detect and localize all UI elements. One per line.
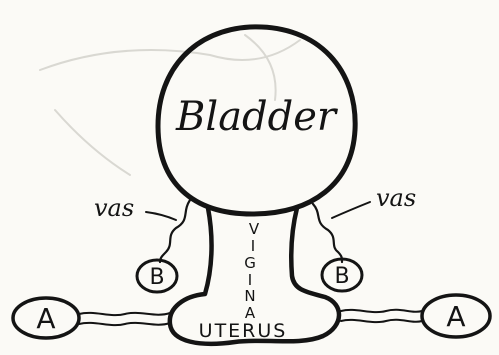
vas-left-label: vas <box>94 194 134 222</box>
a-right-label: A <box>446 300 465 333</box>
vas-left-pointer <box>146 212 176 220</box>
right-oviduct <box>341 310 422 322</box>
vagina-letter: N <box>244 287 255 305</box>
vas-right-pointer <box>332 202 370 218</box>
vagina-letter: G <box>244 254 256 272</box>
b-left-label: B <box>149 265 164 290</box>
vagina-letter: I <box>251 237 255 255</box>
left-oviduct <box>79 313 170 325</box>
vas-right-label: vas <box>376 184 416 212</box>
vas-right-duct <box>313 204 342 262</box>
uterus-label: UTERUS <box>199 320 288 342</box>
a-left-label: A <box>36 302 55 335</box>
bladder-label: Bladder <box>175 94 339 140</box>
b-right-label: B <box>334 264 349 289</box>
vagina-label: V I G I N A <box>244 220 260 322</box>
vas-left-duct <box>160 200 190 262</box>
vagina-letter: V <box>249 220 260 238</box>
